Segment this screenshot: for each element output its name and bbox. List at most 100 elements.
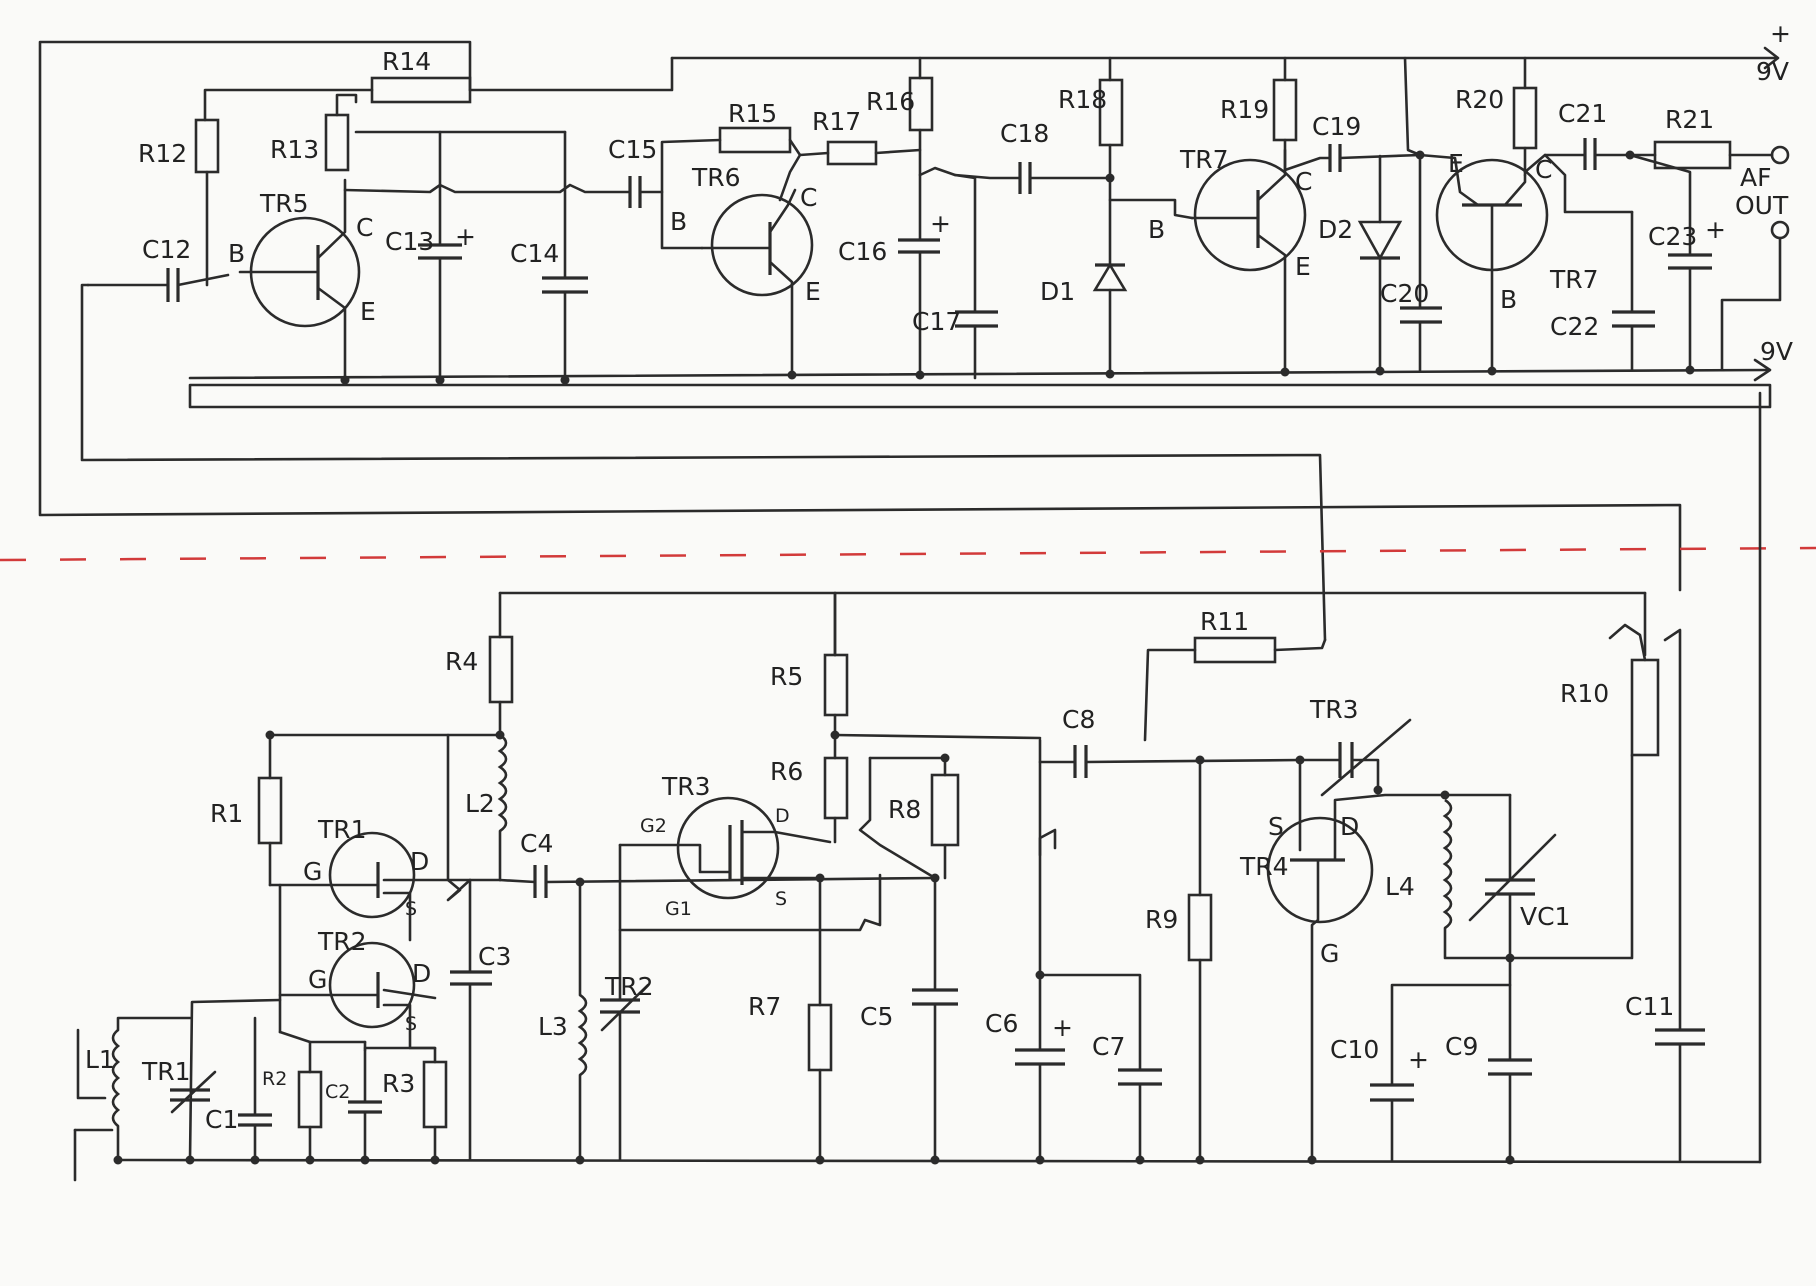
wire: [382, 891, 412, 942]
label-C16: C16: [838, 237, 887, 266]
resistor-R15: [718, 126, 792, 154]
junction-dot: [430, 1155, 440, 1165]
pin-G-TR4: G: [1320, 939, 1339, 968]
pin-G1-TR3: G1: [665, 898, 692, 920]
wire: [1038, 738, 1142, 1072]
transistor-TR7: [1193, 158, 1307, 272]
inductor-L4: [1442, 798, 1453, 930]
trimmer-TR2-arrow: [600, 983, 650, 1032]
wire: [1543, 153, 1634, 214]
wire: [316, 286, 347, 382]
label-L2: L2: [465, 789, 495, 818]
wire: [740, 830, 832, 844]
wire: [382, 1003, 437, 1064]
af-out-line2: OUT: [1735, 191, 1789, 220]
label-C6: C6: [985, 1009, 1018, 1038]
resistor-R5: [823, 653, 849, 717]
junction-dot: [360, 1155, 370, 1165]
junction-dot: [930, 1155, 940, 1165]
junction-dot: [1280, 367, 1290, 377]
label-TR4: TR4: [1239, 852, 1289, 881]
label-TR1: TR1: [317, 815, 367, 844]
junction-dot: [305, 1155, 315, 1165]
junction-dot: [1195, 755, 1205, 765]
label-R9: R9: [1145, 905, 1178, 934]
pin-E-TR5: E: [360, 297, 376, 326]
label-TR3-trim: TR3: [1309, 695, 1359, 724]
wire: [778, 138, 802, 202]
polarity-C13: +: [455, 222, 476, 251]
wire: [1403, 56, 1422, 157]
label-C11: C11: [1625, 992, 1674, 1021]
wire: [316, 178, 347, 260]
resistor-R12: [194, 118, 220, 174]
pin-C-TR5: C: [356, 213, 373, 242]
label-TR5: TR5: [259, 189, 309, 218]
label-C3: C3: [478, 942, 511, 971]
label-D2: D2: [1318, 215, 1353, 244]
wire: [1418, 153, 1480, 207]
label-L4: L4: [1385, 872, 1415, 901]
junction-dot: [185, 1155, 195, 1165]
junction-dot: [265, 730, 275, 740]
label-R4: R4: [445, 647, 478, 676]
junction-dot: [940, 753, 950, 763]
inductor-L3: [577, 993, 588, 1077]
junction-dot: [915, 370, 925, 380]
label-TR1-trim: TR1: [141, 1057, 191, 1086]
label-C4: C4: [520, 829, 553, 858]
wire: [498, 878, 537, 884]
wire: [1663, 628, 1682, 1032]
wire: [1256, 148, 1287, 202]
label-C9: C9: [1445, 1032, 1478, 1061]
label-R13: R13: [270, 135, 319, 164]
label-R19: R19: [1220, 95, 1269, 124]
resistor-R3: [422, 1060, 448, 1129]
label-R12: R12: [138, 139, 187, 168]
diode-D2: [1357, 220, 1403, 261]
junction-dot: [1105, 173, 1115, 183]
resistor-R10: [1630, 658, 1660, 757]
supply-plus-sign: +: [1770, 19, 1791, 48]
label-R6: R6: [770, 757, 803, 786]
wire: [1283, 156, 1332, 172]
wire: [1503, 173, 1527, 207]
polarity-C16: +: [930, 209, 951, 238]
wire: [278, 1030, 312, 1074]
pin-G2-TR3: G2: [640, 815, 667, 837]
label-L3: L3: [538, 1012, 568, 1041]
label-R10: R10: [1560, 679, 1609, 708]
junction-dot: [495, 730, 505, 740]
label-TR6: TR6: [691, 163, 741, 192]
wire: [1628, 153, 1692, 257]
label-R14: R14: [382, 47, 431, 76]
junction-dot: [930, 873, 940, 883]
label-R7: R7: [748, 992, 781, 1021]
resistor-R19: [1272, 78, 1298, 142]
label-C10: C10: [1330, 1035, 1379, 1064]
label-C7: C7: [1092, 1032, 1125, 1061]
wire: [768, 188, 797, 234]
label-R3: R3: [382, 1069, 415, 1098]
junction-dot: [815, 873, 825, 883]
wire: [1038, 828, 1057, 857]
label-TR2: TR2: [317, 927, 367, 956]
wire: [1390, 983, 1512, 1087]
resistor-R11: [1193, 636, 1277, 664]
junction-dot: [1487, 366, 1497, 376]
board-edge: [188, 383, 1772, 409]
label-C22: C22: [1550, 312, 1599, 341]
wire: [1108, 198, 1194, 220]
label-C15: C15: [608, 135, 657, 164]
label-C5: C5: [860, 1002, 893, 1031]
resistor-R1: [257, 776, 283, 845]
resistor-R20: [1512, 86, 1538, 150]
polarity-C23: +: [1705, 215, 1726, 244]
resistor-R14: [370, 76, 472, 104]
label-C19: C19: [1312, 112, 1361, 141]
wire: [1273, 638, 1327, 652]
junction-dot: [113, 1155, 123, 1165]
trimmer-TR3-arrow: [1320, 718, 1412, 797]
fet-TR2: [328, 941, 416, 1029]
